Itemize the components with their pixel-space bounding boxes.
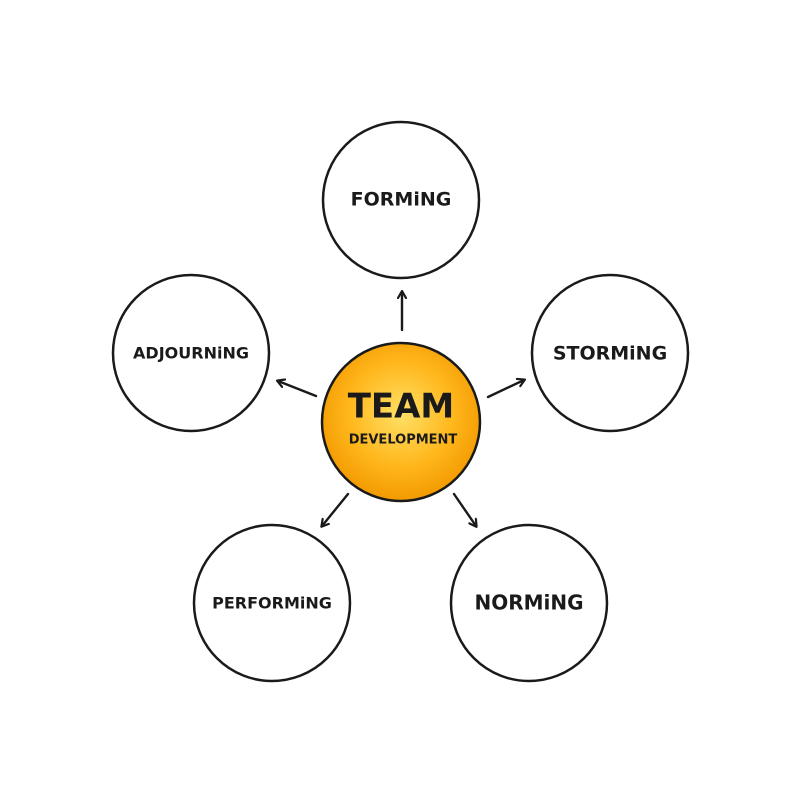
stage-label-storming: STORMiNG — [553, 343, 667, 365]
arrow-to-adjourning — [278, 381, 318, 398]
stage-label-adjourning: ADJOURNiNG — [133, 344, 249, 363]
stage-node-forming: FORMiNG — [321, 120, 481, 280]
arrow-to-storming — [486, 380, 524, 399]
arrow-to-norming — [452, 492, 476, 526]
stage-node-storming: STORMiNG — [530, 273, 690, 433]
stage-node-adjourning: ADJOURNiNG — [111, 273, 271, 433]
center-node: TEAM DEVELOPMENT — [320, 341, 482, 503]
center-title: TEAM — [348, 387, 455, 427]
stage-label-forming: FORMiNG — [351, 189, 452, 211]
center-subtitle: DEVELOPMENT — [349, 433, 458, 448]
arrow-to-performing — [322, 492, 350, 526]
connector-arrows — [278, 292, 524, 526]
stage-label-performing: PERFORMiNG — [212, 594, 332, 613]
stage-label-norming: NORMiNG — [474, 591, 583, 615]
stage-node-performing: PERFORMiNG — [192, 523, 352, 683]
stage-node-norming: NORMiNG — [449, 523, 609, 683]
